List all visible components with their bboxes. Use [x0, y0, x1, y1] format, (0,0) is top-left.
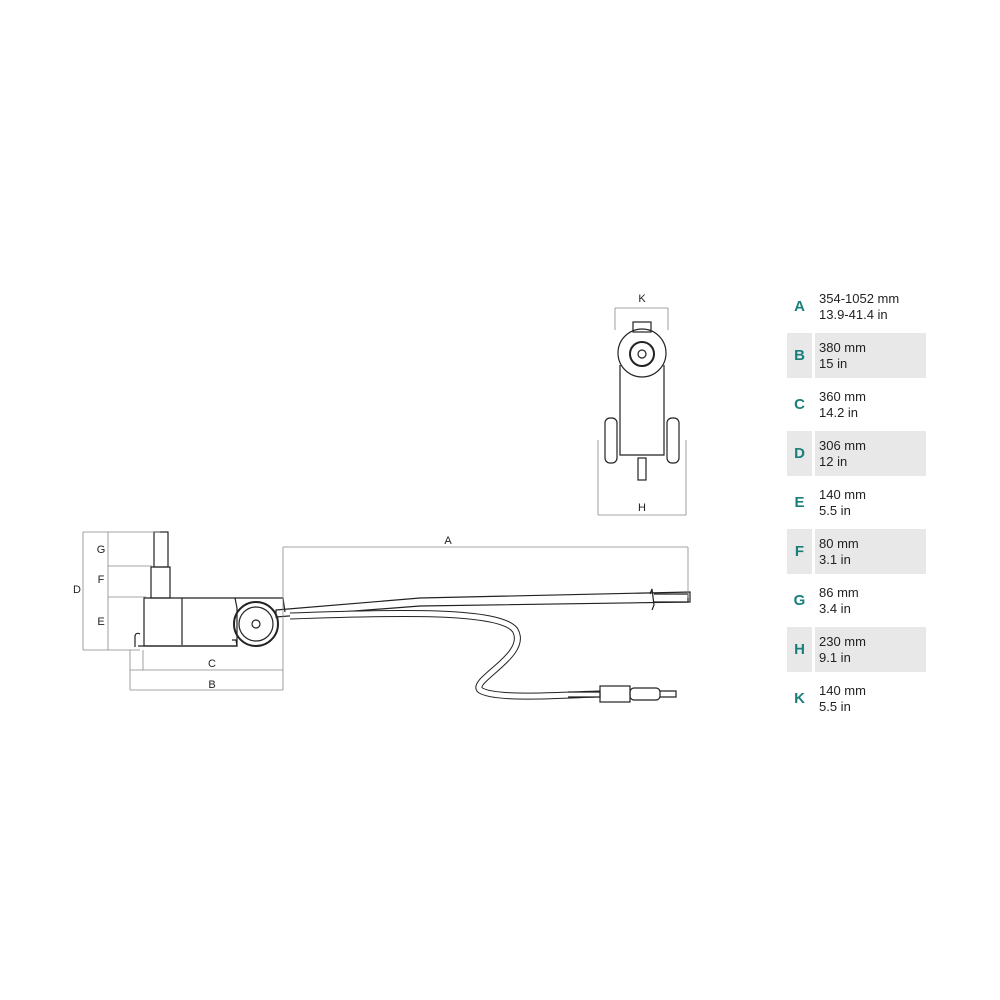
piston-lower [150, 566, 171, 599]
dimension-lines [82, 307, 689, 691]
spec-key: G [793, 592, 806, 609]
dim-label-d: D [73, 584, 81, 596]
grip [654, 593, 689, 603]
handle [275, 591, 691, 618]
spec-in: 3.1 in [819, 551, 851, 567]
dim-label-a: A [444, 535, 452, 547]
side-view [134, 531, 691, 703]
spec-key: F [787, 529, 812, 574]
spec-in: 5.5 in [819, 502, 851, 518]
dim-label-g: G [96, 544, 106, 556]
dim-label-k: K [638, 293, 646, 305]
spec-in: 5.5 in [819, 698, 851, 714]
spec-key: D [787, 431, 812, 476]
spec-in: 12 in [819, 453, 848, 469]
dim-label-b: B [208, 679, 216, 691]
wheel [233, 601, 279, 647]
front-view [604, 321, 680, 481]
spec-in: 15 in [819, 355, 848, 371]
spec-in: 3.4 in [819, 600, 851, 616]
spec-key: E [794, 494, 805, 511]
spec-in: 9.1 in [819, 649, 851, 665]
piston-upper [153, 531, 169, 568]
hook [134, 632, 141, 647]
hose [289, 609, 601, 700]
spec-key: H [787, 627, 812, 672]
spec-mm: 140 mm [819, 682, 866, 698]
spec-mm: 86 mm [819, 584, 859, 600]
spec-mm: 380 mm [819, 339, 866, 355]
spec-key: C [794, 396, 805, 413]
spec-mm: 360 mm [819, 388, 866, 404]
spec-mm: 80 mm [819, 535, 859, 551]
spec-mm: 140 mm [819, 486, 866, 502]
dim-label-e: E [97, 616, 105, 628]
valve [599, 685, 631, 703]
dim-label-f: F [97, 574, 105, 586]
spec-key: K [794, 690, 805, 707]
spec-key: B [787, 333, 812, 378]
dim-label-h: H [638, 502, 646, 514]
spec-in: 13.9-41.4 in [819, 306, 888, 322]
spec-in: 14.2 in [819, 404, 859, 420]
dim-label-c: C [208, 658, 216, 670]
spec-mm: 306 mm [819, 437, 866, 453]
spec-mm: 230 mm [819, 633, 866, 649]
spec-mm: 354-1052 mm [819, 290, 900, 306]
jack-body [143, 597, 238, 647]
spec-key: A [794, 298, 805, 315]
